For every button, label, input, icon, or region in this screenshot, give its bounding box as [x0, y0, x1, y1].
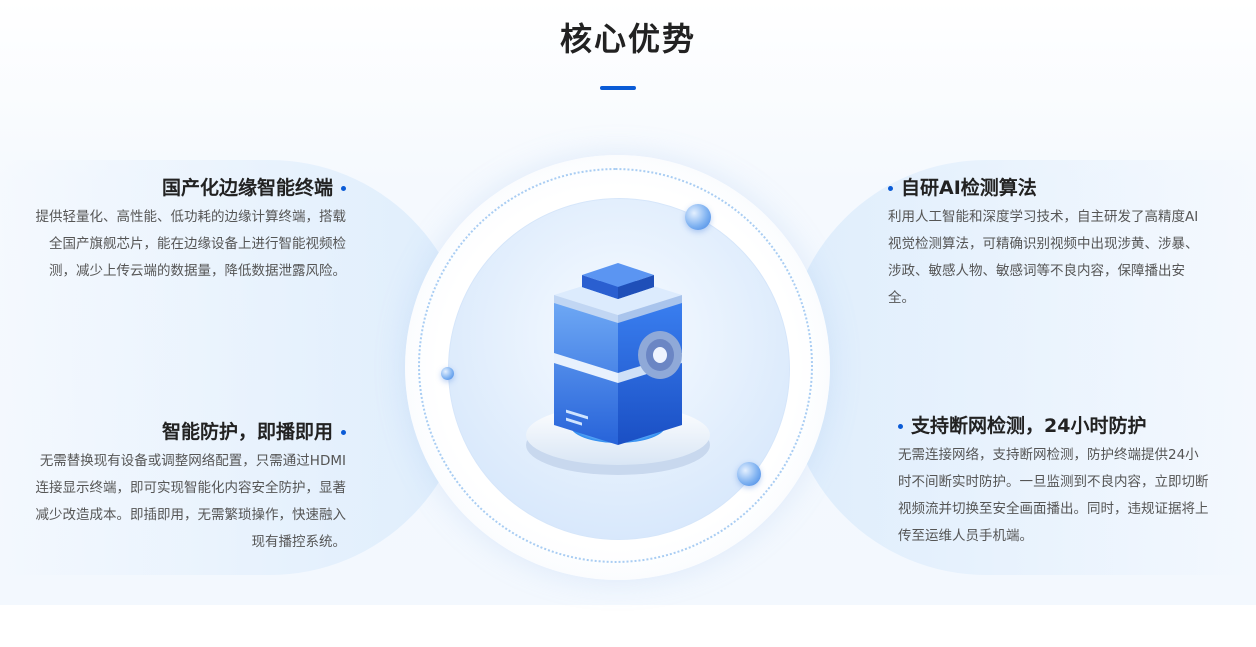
feature-plug-and-play: 智能防护，即播即用 无需替换现有设备或调整网络配置，只需通过HDMI连接显示终端…	[28, 419, 346, 556]
feature-title: 智能防护，即播即用	[28, 419, 346, 445]
orb-decoration-top-right	[685, 204, 711, 230]
bullet-dot	[341, 186, 346, 191]
feature-description: 无需替换现有设备或调整网络配置，只需通过HDMI连接显示终端，即可实现智能化内容…	[35, 453, 347, 550]
title-underline	[600, 86, 636, 90]
feature-offline-24h: 支持断网检测，24小时防护 无需连接网络，支持断网检测，防护终端提供24小时不间…	[898, 413, 1210, 550]
left-panel-bg	[0, 160, 470, 575]
bullet-dot	[341, 430, 346, 435]
feature-description: 提供轻量化、高性能、低功耗的边缘计算终端，搭载全国产旗舰芯片，能在边缘设备上进行…	[35, 209, 347, 279]
feature-ai-algorithm: 自研AI检测算法 利用人工智能和深度学习技术，自主研发了高精度AI视觉检测算法，…	[888, 175, 1200, 312]
feature-title: 国产化边缘智能终端	[30, 175, 346, 201]
right-panel-bg	[786, 160, 1256, 575]
feature-description: 利用人工智能和深度学习技术，自主研发了高精度AI视觉检测算法，可精确识别视频中出…	[888, 209, 1199, 306]
edge-device-cube-icon	[526, 263, 710, 475]
bullet-dot	[888, 186, 893, 191]
feature-edge-terminal: 国产化边缘智能终端 提供轻量化、高性能、低功耗的边缘计算终端，搭载全国产旗舰芯片…	[30, 175, 346, 285]
orb-decoration-left	[441, 367, 454, 380]
center-ring-dotted	[418, 168, 813, 563]
feature-description: 无需连接网络，支持断网检测，防护终端提供24小时不间断实时防护。一旦监测到不良内…	[898, 447, 1209, 544]
bullet-dot	[898, 424, 903, 429]
feature-title: 自研AI检测算法	[888, 175, 1200, 201]
orb-decoration-bottom-right	[737, 462, 761, 486]
feature-title: 支持断网检测，24小时防护	[898, 413, 1210, 439]
section-title: 核心优势	[559, 20, 696, 58]
